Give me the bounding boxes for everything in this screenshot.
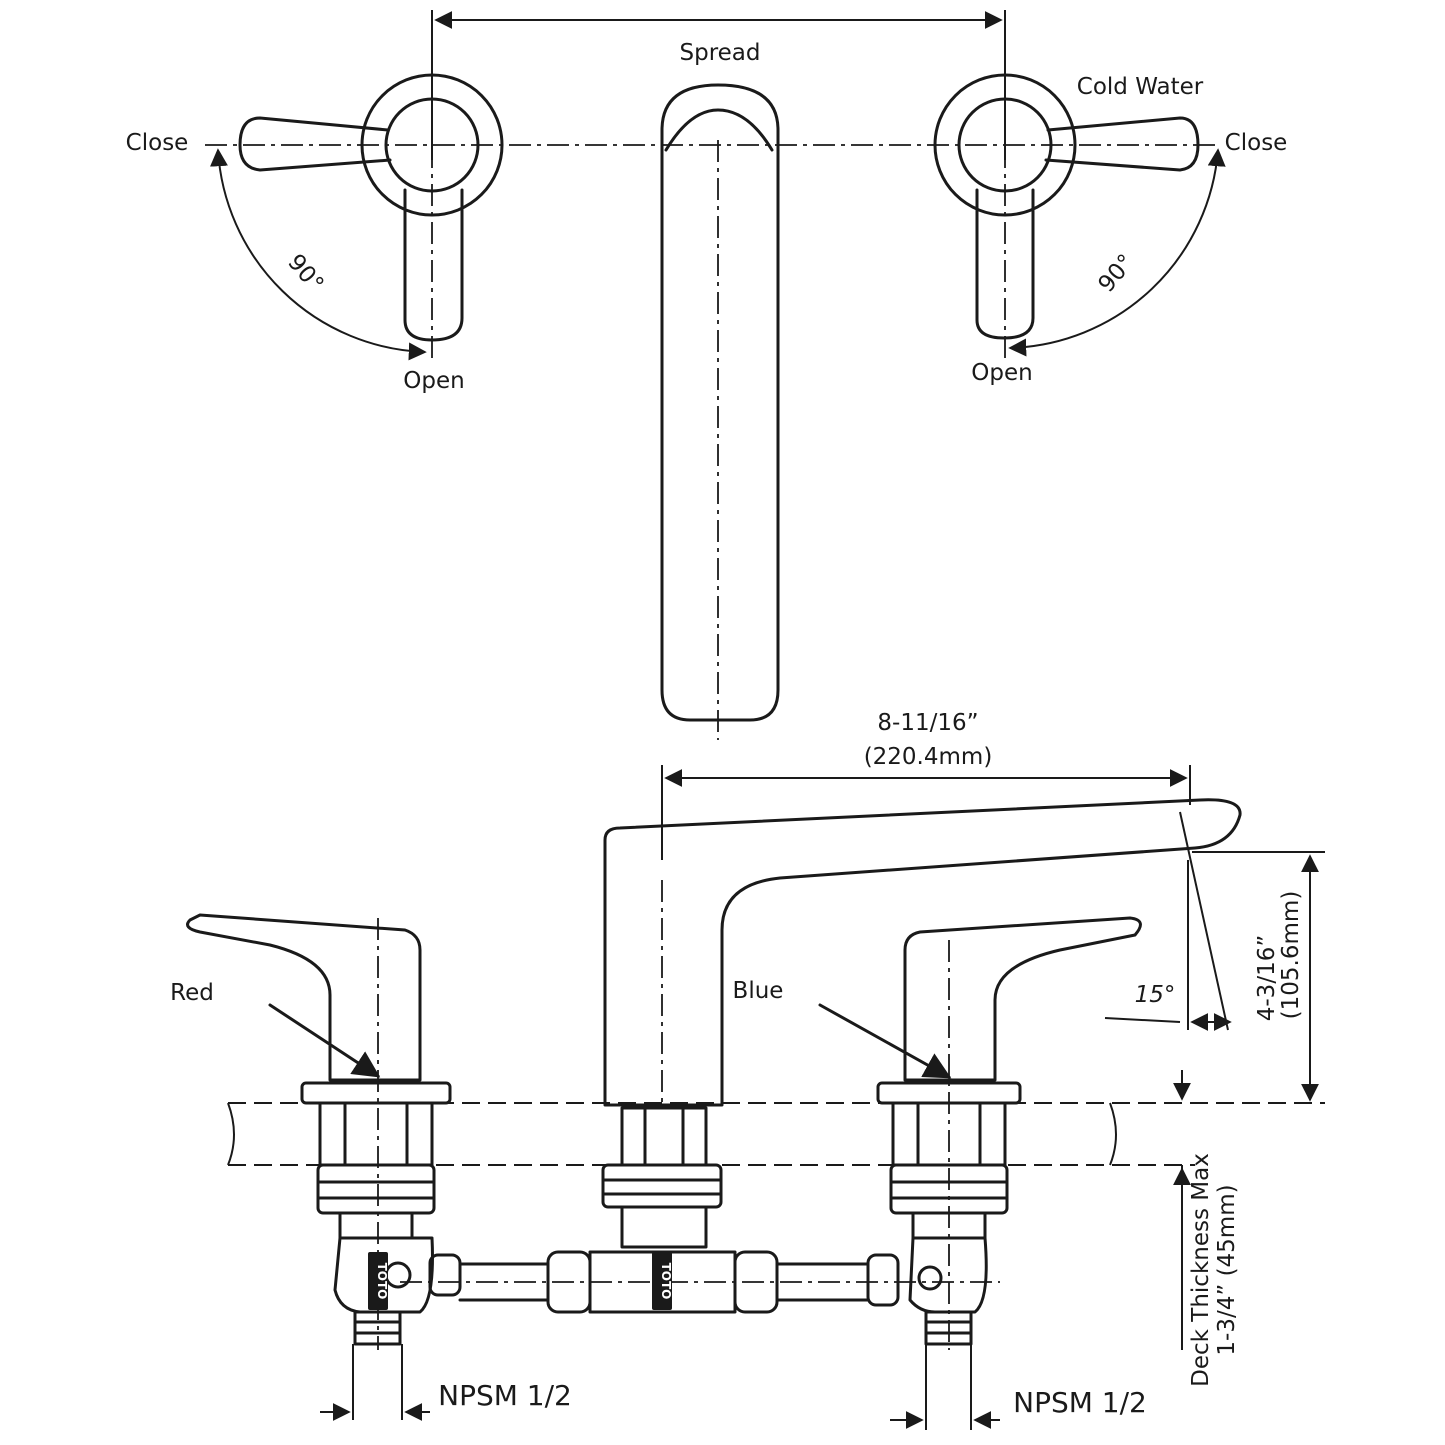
left-shank-deck xyxy=(318,1101,434,1167)
right-close-label: Close xyxy=(1225,130,1288,156)
deck-break-left xyxy=(227,1102,235,1166)
deck-thickness-label-1: Deck Thickness Max xyxy=(1188,1153,1214,1387)
spout-height-in-label: 4-3/16” xyxy=(1254,935,1280,1022)
deck-thickness-label-2: 1-3/4” (45mm) xyxy=(1214,1184,1240,1355)
npsm-left-label: NPSM 1/2 xyxy=(438,1379,572,1412)
center-shank-deck xyxy=(620,1106,708,1167)
right-lever-closed xyxy=(1044,116,1200,172)
right-rotation-arc xyxy=(1008,148,1226,357)
left-close-label: Close xyxy=(126,130,189,156)
spout-length-in-label: 8-11/16” xyxy=(877,710,978,736)
left-valve-body xyxy=(333,1236,434,1314)
spout-angle-line xyxy=(1179,811,1229,1031)
right-valve-body xyxy=(908,1236,988,1314)
spout-length-mm-label: (220.4mm) xyxy=(864,744,993,770)
brand-mark-center: TOTO xyxy=(652,1252,673,1310)
brand-mark-center-text: TOTO xyxy=(659,1263,673,1300)
spout-side-outline xyxy=(603,798,1242,1107)
red-leader xyxy=(268,1003,381,1078)
spout-top-outline xyxy=(660,83,780,722)
npsm-right-label: NPSM 1/2 xyxy=(1013,1386,1147,1419)
top-view: Spread Close Open 90° xyxy=(126,10,1288,740)
left-handle-side-outline xyxy=(186,913,422,1082)
right-handle-top xyxy=(933,70,1226,360)
left-lever-closed xyxy=(238,116,392,172)
right-handle-side-outline xyxy=(903,916,1142,1082)
spout-height-mm-label: (105.6mm) xyxy=(1278,891,1304,1020)
brand-mark-left: TOTO xyxy=(368,1252,389,1310)
left-angle-label: 90° xyxy=(282,250,328,298)
spout-angle-label: 15° xyxy=(1135,982,1176,1008)
center-nut xyxy=(601,1163,723,1209)
left-handle-top xyxy=(209,70,504,361)
brand-mark-center-plate xyxy=(652,1252,672,1310)
blue-leader xyxy=(818,1003,952,1079)
deck-break-right xyxy=(1109,1102,1117,1166)
blue-label: Blue xyxy=(733,978,784,1004)
left-handle-side xyxy=(186,913,462,1350)
right-angle-label: 90° xyxy=(1094,250,1140,298)
spout-angle-leader xyxy=(1104,1017,1181,1023)
cold-water-label: Cold Water xyxy=(1077,74,1204,100)
center-coupling xyxy=(620,1205,708,1249)
right-open-label: Open xyxy=(971,360,1032,386)
brand-mark-left-plate xyxy=(368,1252,388,1310)
left-open-label: Open xyxy=(403,368,464,394)
left-nut xyxy=(316,1163,436,1215)
spread-label: Spread xyxy=(680,40,761,66)
left-rotation-arc xyxy=(209,148,427,361)
right-valve-cartridge-mark xyxy=(917,1265,943,1291)
right-tee-nut xyxy=(866,1253,900,1307)
left-tee-nut xyxy=(428,1253,462,1297)
right-handle-side xyxy=(818,916,1142,1350)
brand-mark-left-text: TOTO xyxy=(375,1263,389,1300)
side-view: 8-11/16” (220.4mm) 15° 4-3/16” (105.6mm)… xyxy=(170,710,1325,1430)
left-handle-base xyxy=(300,1081,452,1105)
red-label: Red xyxy=(170,980,214,1006)
spout-top xyxy=(660,83,780,740)
spout-top-inner xyxy=(664,108,774,152)
left-valve-neck xyxy=(338,1211,414,1240)
